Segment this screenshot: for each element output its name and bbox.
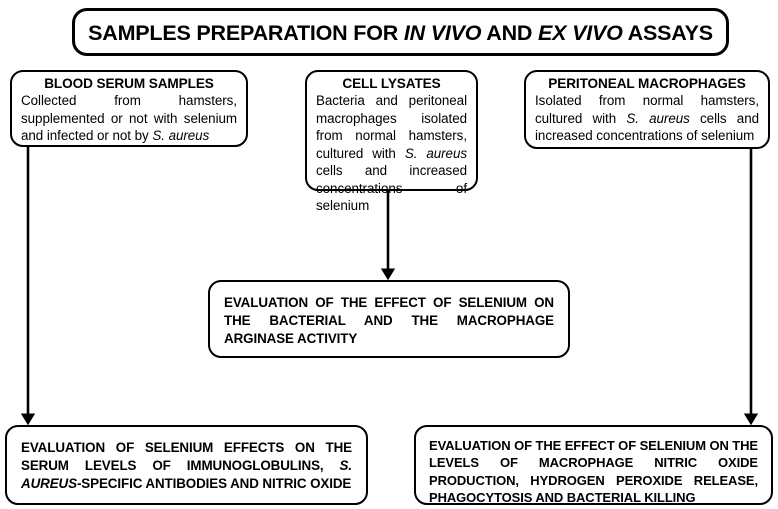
- node-arginase-evaluation: EVALUATION OF THE EFFECT OF SELENIUM ON …: [208, 280, 570, 358]
- cell-lysates-heading: CELL LYSATES: [342, 76, 441, 91]
- serum-evaluation-species: S. AUREUS: [21, 457, 352, 491]
- blood-serum-heading: BLOOD SERUM SAMPLES: [44, 76, 214, 91]
- peritoneal-body-segment-2: cells and increased concentrations of se…: [535, 110, 759, 144]
- node-cell-lysates: CELL LYSATES Bacteria and peritoneal mac…: [305, 70, 478, 213]
- blood-serum-body-species: S. aureus: [152, 128, 210, 144]
- arginase-evaluation-text: EVALUATION OF THE EFFECT OF SELENIUM ON …: [224, 294, 554, 347]
- blood-serum-body-segment-1: Collected from hamsters, supplemented or…: [21, 93, 237, 144]
- title-segment-1: SAMPLES PREPARATION FOR: [88, 21, 404, 45]
- node-serum-evaluation: EVALUATION OF SELENIUM EFFECTS ON THE SE…: [5, 425, 368, 505]
- peritoneal-macrophages-heading: PERITONEAL MACROPHAGES: [548, 76, 746, 91]
- serum-evaluation-segment-2: -SPECIFIC ANTIBODIES AND NITRIC OXIDE: [76, 475, 352, 491]
- blood-serum-body: Collected from hamsters, supplemented or…: [21, 92, 237, 144]
- node-blood-serum-samples: BLOOD SERUM SAMPLES Collected from hamst…: [10, 70, 248, 147]
- macrophage-evaluation-segment-1: EVALUATION OF THE EFFECT OF SELENIUM ON …: [429, 438, 758, 505]
- title-segment-in-vivo: IN VIVO: [403, 21, 482, 45]
- peritoneal-macrophages-body: Isolated from normal hamsters, cultured …: [535, 92, 759, 144]
- figure-title: SAMPLES PREPARATION FOR IN VIVO AND EX V…: [75, 11, 726, 55]
- serum-evaluation-text: EVALUATION OF SELENIUM EFFECTS ON THE SE…: [21, 439, 352, 492]
- cell-lysates-body-segment-2: cells and increased concentrations of se…: [316, 163, 467, 214]
- title-segment-and: AND: [481, 21, 539, 45]
- macrophage-evaluation-text: EVALUATION OF THE EFFECT OF SELENIUM ON …: [429, 437, 758, 506]
- peritoneal-body-species: S. aureus: [626, 110, 690, 126]
- peritoneal-body-segment-1: Isolated from normal hamsters, cultured …: [535, 93, 759, 126]
- node-peritoneal-macrophages: PERITONEAL MACROPHAGES Isolated from nor…: [524, 70, 770, 149]
- node-title-box: SAMPLES PREPARATION FOR IN VIVO AND EX V…: [72, 8, 729, 56]
- title-segment-ex-vivo: EX VIVO: [538, 21, 623, 45]
- cell-lysates-body-segment-1: Bacteria and peritoneal macrophages isol…: [316, 93, 467, 161]
- cell-lysates-body-species: S. aureus: [404, 145, 467, 161]
- arginase-evaluation-segment-1: EVALUATION OF THE EFFECT OF SELENIUM ON …: [224, 295, 554, 346]
- node-macrophage-evaluation: EVALUATION OF THE EFFECT OF SELENIUM ON …: [414, 425, 773, 505]
- serum-evaluation-segment-1: EVALUATION OF SELENIUM EFFECTS ON THE SE…: [21, 440, 352, 473]
- title-segment-assays: ASSAYS: [622, 21, 713, 45]
- cell-lysates-body: Bacteria and peritoneal macrophages isol…: [316, 92, 467, 214]
